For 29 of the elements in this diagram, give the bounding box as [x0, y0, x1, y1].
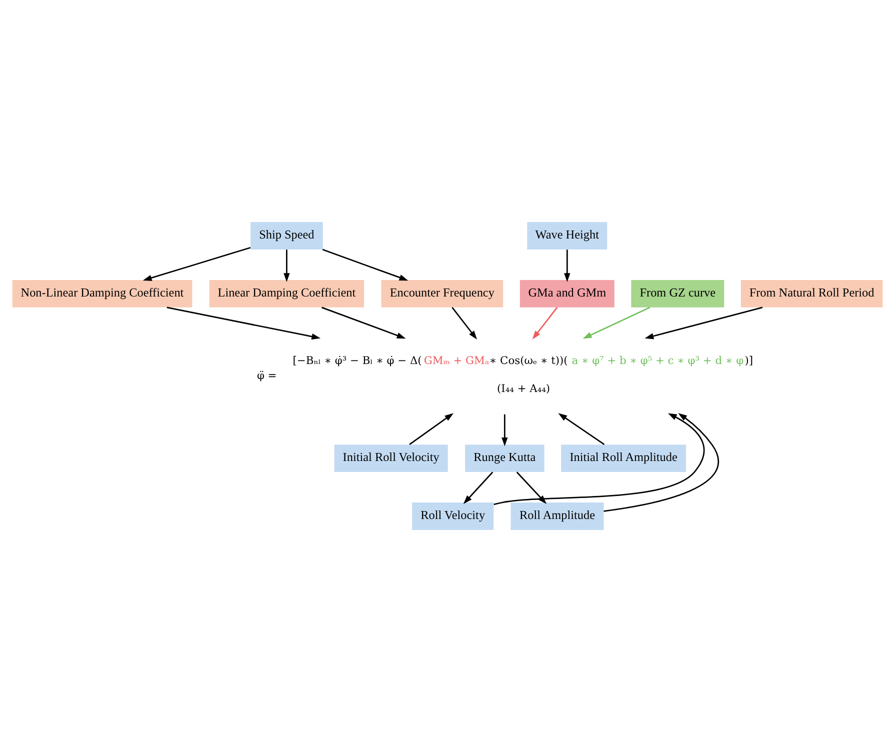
node-box: Roll Velocity: [412, 502, 494, 530]
arrow: [142, 246, 251, 280]
arrow: [166, 306, 321, 340]
arrow: [321, 306, 406, 338]
node-box: GMa and GMm: [520, 279, 614, 307]
node-box: Ship Speed: [250, 222, 323, 249]
arrow: [463, 471, 494, 504]
arrow: [532, 306, 558, 339]
arrow: [582, 306, 650, 338]
node-text: φ̈ = [−Bₙₗ ∗ φ̇³ − Bₗ ∗ φ̇ − Δ( GMₘ + GMₐ∗ Cos(ωₑ ∗ t))( a ∗ φ⁷ + b ∗ φ⁵ + c ∗ φ³ + d ∗ φ)] (I₄₄ + A₄₄): [256, 353, 754, 395]
arrow: [452, 306, 478, 339]
node-box: Roll Amplitude: [510, 502, 604, 530]
arrow: [564, 249, 570, 282]
node-box: Non-Linear Damping Coefficient: [12, 279, 192, 307]
arrow: [644, 306, 763, 339]
node-box: Runge Kutta: [465, 444, 544, 472]
arrow: [409, 412, 454, 444]
arrow: [502, 414, 508, 446]
arrow: [284, 249, 290, 282]
arrow: [322, 248, 408, 280]
node-box: Initial Roll Velocity: [334, 444, 448, 472]
node-box: Encounter Frequency: [381, 279, 504, 307]
arrow: [558, 412, 605, 444]
node-box: From GZ curve: [631, 279, 724, 307]
node-box: Linear Damping Coefficient: [209, 279, 364, 307]
node-box: Wave Height: [527, 222, 608, 249]
arrow: [604, 412, 719, 512]
node-box: From Natural Roll Period: [740, 279, 883, 307]
node-box: Initial Roll Amplitude: [561, 444, 686, 472]
